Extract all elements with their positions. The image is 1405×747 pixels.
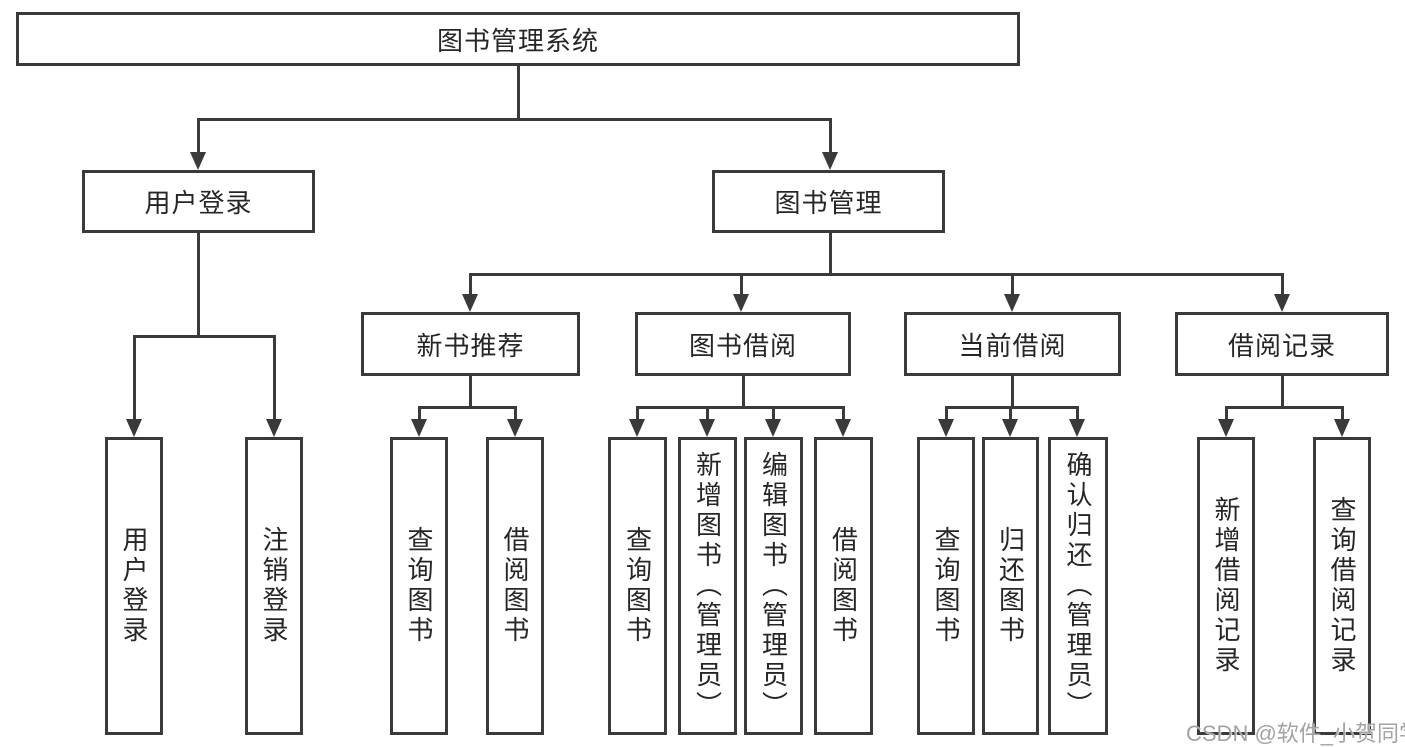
- arrow-down-icon: [266, 419, 282, 437]
- node-book-borrow-label: 图书借阅: [688, 330, 797, 361]
- arrow-down-icon: [1218, 419, 1234, 437]
- leaf-bw-borrow-books: 借阅图书: [814, 437, 873, 735]
- leaf-bw-query-books-label: 查询图书: [622, 526, 653, 646]
- connector-current-branch: [945, 406, 1079, 409]
- arrow-down-icon: [507, 419, 523, 437]
- leaf-nb-borrow-books-label: 借阅图书: [500, 526, 530, 646]
- node-current-borrow-label: 当前借阅: [958, 330, 1067, 361]
- node-borrow-records: 借阅记录: [1175, 312, 1389, 376]
- arrow-down-icon: [765, 419, 781, 437]
- node-new-book-recommend: 新书推荐: [361, 312, 580, 376]
- leaf-bw-edit-books-admin: 编辑图书（管理员）: [744, 437, 803, 735]
- connector-drop-logout: [273, 335, 276, 423]
- leaf-cur-query-books-label: 查询图书: [931, 526, 961, 646]
- node-book-management-label: 图书管理: [774, 188, 883, 218]
- leaf-logout: 注销登录: [245, 437, 303, 735]
- connector-current-stem: [1011, 376, 1014, 408]
- connector-drop-cur-query: [945, 406, 948, 423]
- connector-drop-current: [1011, 273, 1014, 299]
- arrow-down-icon: [629, 419, 645, 437]
- leaf-nb-borrow-books: 借阅图书: [486, 437, 544, 735]
- connector-new-books-stem: [469, 376, 472, 408]
- connector-drop-login: [133, 335, 136, 423]
- connector-root-branch: [197, 118, 832, 121]
- connector-drop-bw-edit: [772, 406, 775, 423]
- arrow-down-icon: [126, 419, 142, 437]
- node-new-book-recommend-label: 新书推荐: [416, 330, 525, 361]
- leaf-logout-label: 注销登录: [259, 526, 289, 646]
- csdn-watermark: CSDN @软件_小贺同学: [1186, 721, 1405, 746]
- arrow-down-icon: [938, 419, 954, 437]
- arrow-down-icon: [1002, 419, 1018, 437]
- leaf-cur-query-books: 查询图书: [917, 437, 975, 735]
- arrow-down-icon: [1069, 419, 1085, 437]
- node-borrow-records-label: 借阅记录: [1227, 330, 1336, 361]
- leaf-cur-return-books-label: 归还图书: [995, 526, 1026, 646]
- connector-drop-borrow: [740, 273, 743, 299]
- leaf-nb-query-books-label: 查询图书: [404, 526, 434, 646]
- leaf-bw-add-books-admin-label: 新增图书（管理员）: [692, 451, 723, 721]
- connector-drop-nb-query: [418, 406, 421, 423]
- connector-drop-rec-add: [1225, 406, 1228, 423]
- node-current-borrow: 当前借阅: [904, 312, 1121, 376]
- leaf-rec-add-record-label: 新增借阅记录: [1211, 496, 1241, 676]
- connector-borrow-branch: [636, 406, 845, 409]
- leaf-bw-query-books: 查询图书: [608, 437, 667, 735]
- connector-book-mgmt-stem: [829, 233, 832, 275]
- arrow-down-icon: [1334, 419, 1350, 437]
- connector-drop-bw-query: [636, 406, 639, 423]
- connector-drop-records: [1281, 273, 1284, 299]
- connector-drop-bw-add: [706, 406, 709, 423]
- arrow-down-icon: [1274, 294, 1290, 312]
- node-book-borrow: 图书借阅: [635, 312, 851, 376]
- arrow-down-icon: [1004, 294, 1020, 312]
- leaf-cur-return-books: 归还图书: [982, 437, 1039, 735]
- connector-user-login-stem: [197, 233, 200, 337]
- connector-drop-book-management: [829, 118, 832, 156]
- arrow-down-icon: [462, 294, 478, 312]
- leaf-rec-add-record: 新增借阅记录: [1197, 437, 1255, 735]
- connector-drop-new-books: [469, 273, 472, 299]
- leaf-rec-query-record-label: 查询借阅记录: [1327, 496, 1357, 676]
- connector-drop-cur-confirm: [1076, 406, 1079, 423]
- leaf-rec-query-record: 查询借阅记录: [1313, 437, 1371, 735]
- leaf-user-login-label: 用户登录: [119, 526, 149, 646]
- leaf-cur-confirm-return-admin-label: 确认归还（管理员）: [1063, 451, 1093, 721]
- connector-book-mgmt-branch: [469, 273, 1283, 276]
- leaf-bw-add-books-admin: 新增图书（管理员）: [678, 437, 737, 735]
- arrow-down-icon: [190, 152, 206, 170]
- connector-records-stem: [1281, 376, 1284, 408]
- arrow-down-icon: [699, 419, 715, 437]
- arrow-down-icon: [835, 419, 851, 437]
- arrow-down-icon: [411, 419, 427, 437]
- connector-drop-cur-return: [1009, 406, 1012, 423]
- connector-new-books-branch: [418, 406, 517, 409]
- node-user-login-label: 用户登录: [144, 188, 253, 218]
- connector-drop-nb-borrow: [514, 406, 517, 423]
- connector-drop-bw-borrow: [842, 406, 845, 423]
- arrow-down-icon: [733, 294, 749, 312]
- connector-drop-rec-query: [1341, 406, 1344, 423]
- leaf-user-login: 用户登录: [105, 437, 163, 735]
- connector-root-stem: [517, 64, 520, 120]
- leaf-bw-borrow-books-label: 借阅图书: [828, 526, 859, 646]
- connector-drop-user-login: [197, 118, 200, 156]
- leaf-cur-confirm-return-admin: 确认归还（管理员）: [1048, 437, 1108, 735]
- arrow-down-icon: [822, 152, 838, 170]
- node-root-library-system: 图书管理系统: [16, 12, 1020, 66]
- node-root-label: 图书管理系统: [436, 25, 599, 56]
- connector-records-branch: [1225, 406, 1344, 409]
- node-book-management: 图书管理: [712, 170, 945, 233]
- node-user-login: 用户登录: [82, 170, 315, 233]
- connector-user-login-branch: [133, 335, 275, 338]
- leaf-nb-query-books: 查询图书: [390, 437, 448, 735]
- connector-borrow-stem: [742, 376, 745, 408]
- leaf-bw-edit-books-admin-label: 编辑图书（管理员）: [758, 451, 789, 721]
